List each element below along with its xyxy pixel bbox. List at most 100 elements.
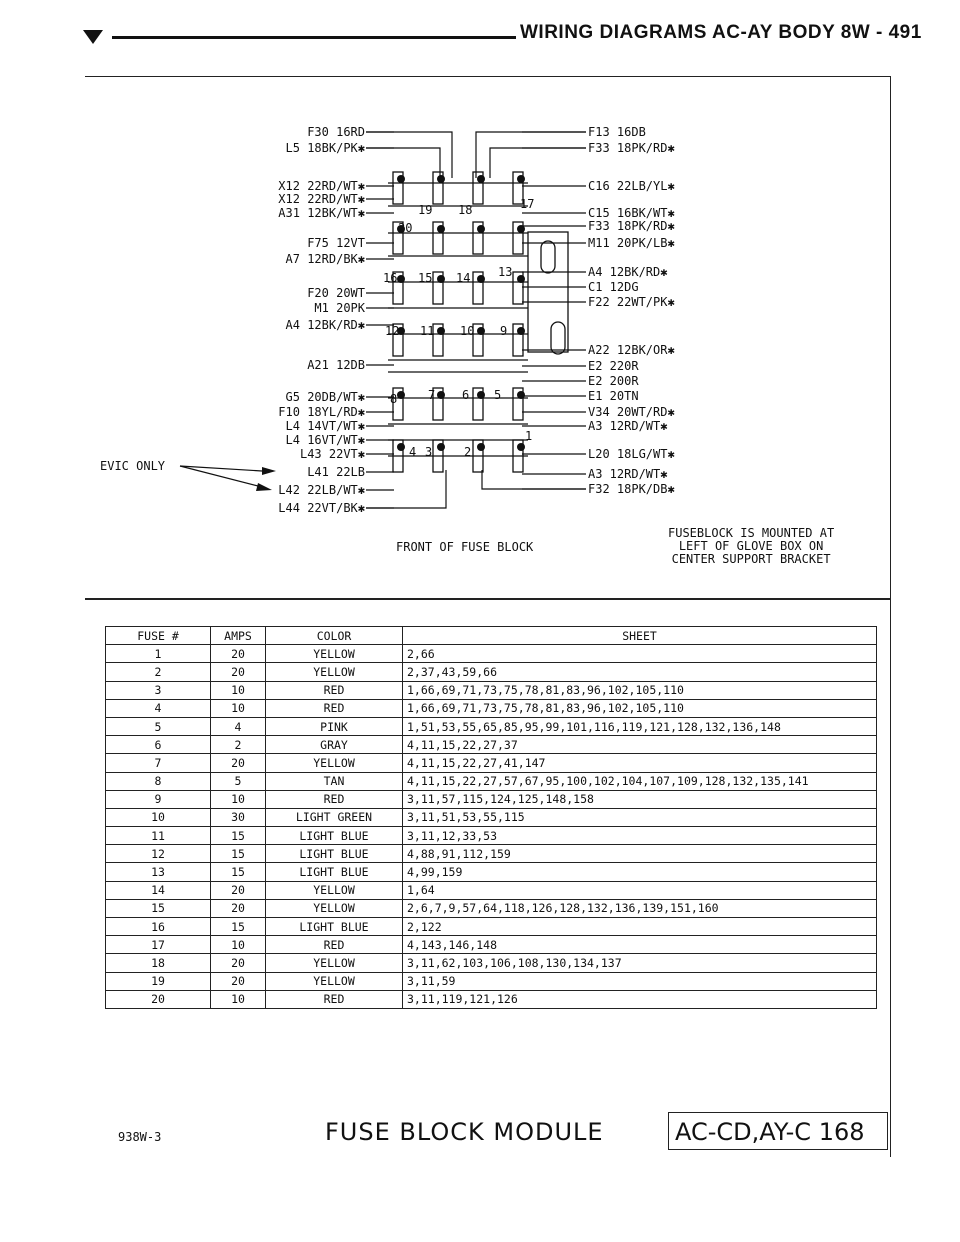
wire-label-right: C16 22LB/YL✱ xyxy=(588,179,675,193)
fuse-number-cell: 1 xyxy=(105,644,211,664)
fuse-terminal xyxy=(517,327,525,335)
amps-cell: 20 xyxy=(210,898,266,919)
wire-label-left: L41 22LB xyxy=(307,465,365,479)
wire-label-right: A22 12BK/OR✱ xyxy=(588,343,675,357)
fuse-cavity xyxy=(472,323,484,357)
page-header-title: WIRING DIAGRAMS AC-AY BODY 8W - 491 xyxy=(520,22,922,43)
color-cell: YELLOW xyxy=(265,953,403,973)
sheet-cell: 3,11,51,53,55,115 xyxy=(402,807,877,828)
sheet-cell: 3,11,59 xyxy=(402,971,877,991)
wire-label-right: A4 12BK/RD✱ xyxy=(588,265,667,279)
color-cell: YELLOW xyxy=(265,753,403,773)
fuse-number-label: 1 xyxy=(525,429,532,443)
sheet-cell: 4,11,15,22,27,57,67,95,100,102,104,107,1… xyxy=(402,771,877,791)
amps-cell: 10 xyxy=(210,789,266,809)
fuse-terminal xyxy=(517,391,525,399)
fuse-number-cell: 13 xyxy=(105,862,211,882)
fuse-terminal xyxy=(517,175,525,183)
wire-label-left: L4 16VT/WT✱ xyxy=(286,433,365,447)
sheet-cell: 2,122 xyxy=(402,916,877,937)
column-header-color: COLOR xyxy=(265,625,403,646)
fuse-number-cell: 15 xyxy=(105,898,211,919)
fuse-number-label: 18 xyxy=(458,203,472,217)
fuse-terminal xyxy=(477,275,485,283)
amps-cell: 2 xyxy=(210,735,266,755)
color-cell: RED xyxy=(265,789,403,809)
wire-lead xyxy=(475,131,586,178)
fuse-number-cell: 17 xyxy=(105,935,211,955)
fuse-number-label: 7 xyxy=(428,388,435,402)
wire-lead xyxy=(481,470,586,490)
fuse-cavity xyxy=(432,323,444,357)
fuse-terminal xyxy=(477,391,485,399)
wire-label-right: F33 18PK/RD✱ xyxy=(588,219,675,233)
fuse-number-cell: 8 xyxy=(105,771,211,791)
fuse-cavity xyxy=(392,221,404,255)
mounting-note-line: CENTER SUPPORT BRACKET xyxy=(671,552,831,566)
fuse-cavity xyxy=(432,171,444,205)
sheet-cell: 2,6,7,9,57,64,118,126,128,132,136,139,15… xyxy=(402,898,877,919)
front-of-fuse-block-caption: FRONT OF FUSE BLOCK xyxy=(396,540,534,554)
header-triangle-icon xyxy=(83,30,103,44)
color-cell: PINK xyxy=(265,716,403,737)
color-cell: YELLOW xyxy=(265,880,403,900)
fuse-terminal xyxy=(397,327,405,335)
fuse-cavity xyxy=(512,271,524,305)
page-frame xyxy=(85,76,891,1157)
fuse-cavity xyxy=(392,323,404,357)
color-cell: YELLOW xyxy=(265,898,403,919)
fuse-cavity xyxy=(512,171,524,205)
color-cell: RED xyxy=(265,989,403,1009)
fuse-cavity xyxy=(472,271,484,305)
fuse-cavity xyxy=(432,221,444,255)
wire-label-left: A7 12RD/BK✱ xyxy=(286,252,365,266)
sheet-cell: 3,11,57,115,124,125,148,158 xyxy=(402,789,877,809)
sheet-cell: 4,11,15,22,27,41,147 xyxy=(402,753,877,773)
fuse-terminal xyxy=(397,443,405,451)
fuse-cavity xyxy=(432,271,444,305)
fuse-terminal xyxy=(517,443,525,451)
color-cell: RED xyxy=(265,935,403,955)
fuse-terminal xyxy=(397,275,405,283)
fuse-number-cell: 18 xyxy=(105,953,211,973)
color-cell: YELLOW xyxy=(265,662,403,682)
fuse-number-label: 17 xyxy=(520,197,534,211)
fuse-number-label: 9 xyxy=(500,324,507,338)
fuse-table-header-row: FUSE # AMPS COLOR SHEET xyxy=(105,625,877,646)
wire-label-left: G5 20DB/WT✱ xyxy=(286,390,365,404)
color-cell: RED xyxy=(265,698,403,718)
column-header-amps: AMPS xyxy=(210,625,266,646)
fuse-number-label: 6 xyxy=(462,388,469,402)
color-cell: LIGHT BLUE xyxy=(265,916,403,937)
amps-cell: 20 xyxy=(210,953,266,973)
fuse-number-cell: 20 xyxy=(105,989,211,1009)
mounting-note-line: LEFT OF GLOVE BOX ON xyxy=(678,539,824,553)
color-cell: GRAY xyxy=(265,735,403,755)
wire-label-right: L20 18LG/WT✱ xyxy=(588,447,675,461)
wire-label-left: A21 12DB xyxy=(307,358,365,372)
wire-label-right: F13 16DB xyxy=(588,125,646,139)
wire-label-right: F33 18PK/RD✱ xyxy=(588,141,675,155)
color-cell: LIGHT BLUE xyxy=(265,826,403,846)
sheet-cell: 1,66,69,71,73,75,78,81,83,96,102,105,110 xyxy=(402,680,877,700)
amps-cell: 30 xyxy=(210,807,266,828)
fuse-cavity xyxy=(512,387,524,421)
color-cell: YELLOW xyxy=(265,644,403,664)
wire-label-left: L43 22VT✱ xyxy=(300,447,365,461)
fuse-terminal xyxy=(517,225,525,233)
wire-label-right: F22 22WT/PK✱ xyxy=(588,295,675,309)
amps-cell: 10 xyxy=(210,935,266,955)
fuse-terminal xyxy=(437,225,445,233)
wire-label-left: L42 22LB/WT✱ xyxy=(278,483,365,497)
wire-label-left: A4 12BK/RD✱ xyxy=(286,318,365,332)
